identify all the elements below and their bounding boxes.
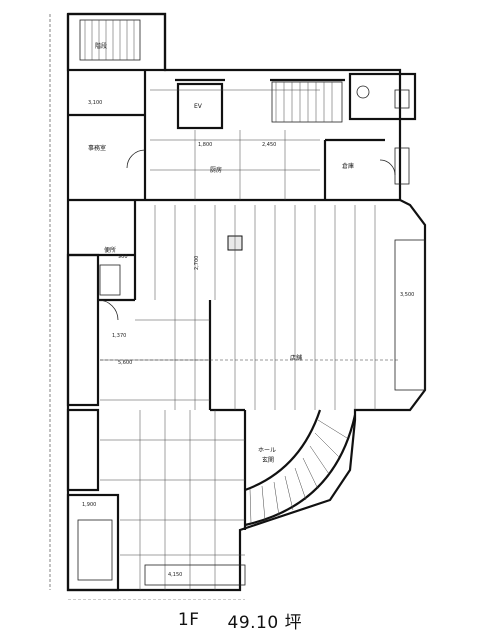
dimension-3: 1,800 xyxy=(198,142,212,148)
dimension-1: 3,100 xyxy=(88,100,102,106)
floor-area: 49.10 坪 xyxy=(227,612,303,633)
floor-caption: 1F 49.10 坪 xyxy=(0,600,480,640)
curved-stair xyxy=(244,409,357,527)
floor-label: 1F xyxy=(177,610,200,630)
partitions xyxy=(66,70,426,592)
dimension-9: 900 xyxy=(118,254,128,260)
label-storage: 倉庫 xyxy=(342,162,354,170)
label-toilet: 便所 xyxy=(104,246,116,254)
dimension-7: 2,700 xyxy=(194,256,200,270)
dimension-10: 1,370 xyxy=(112,333,126,339)
label-hall: ホール xyxy=(258,447,276,454)
dimension-6: 1,900 xyxy=(82,502,96,508)
label-shop: 店舗 xyxy=(290,354,302,362)
dimension-8: 3,500 xyxy=(400,292,414,298)
label-office: 事務室 xyxy=(88,144,106,152)
fixtures xyxy=(77,85,410,586)
label-ev: EV xyxy=(194,103,203,110)
dimension-4: 5,600 xyxy=(118,360,132,366)
label-stair: 階段 xyxy=(95,42,107,50)
label-kitchen: 厨房 xyxy=(210,166,222,174)
outer-walls xyxy=(66,12,427,592)
label-entrance: 玄関 xyxy=(262,456,274,464)
reference-lines xyxy=(49,14,400,600)
dimension-5: 4,150 xyxy=(168,572,182,578)
room-labels: 事務室 厨房 倉庫 便所 店舗 階段 EV ホール 玄関 xyxy=(88,42,354,464)
dimension-2: 2,450 xyxy=(262,142,276,148)
dimension-labels: 3,100 2,450 1,800 5,600 4,150 1,900 2,70… xyxy=(82,100,414,578)
floor-plan: 事務室 厨房 倉庫 便所 店舗 階段 EV ホール 玄関 3,100 2,450… xyxy=(49,12,427,600)
stairs xyxy=(79,19,333,122)
floor-grid xyxy=(100,89,376,590)
